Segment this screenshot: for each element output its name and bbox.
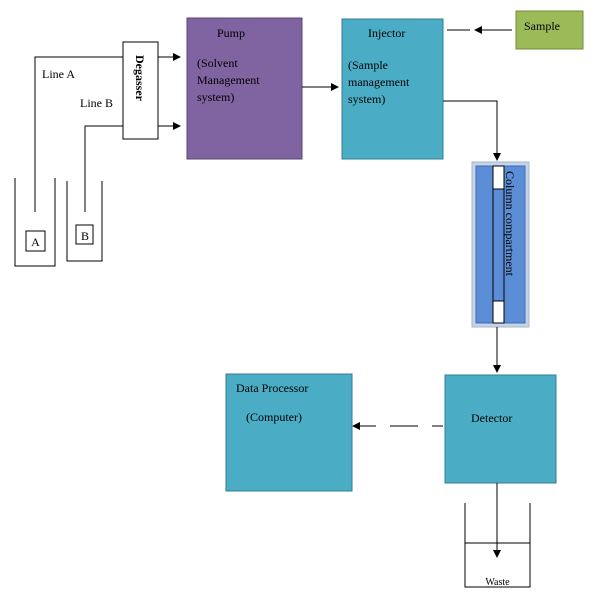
line-b-label: Line B [80,96,113,110]
reservoir-b-label: B [81,229,89,243]
injector-title: Injector [368,26,405,40]
detector-label: Detector [471,411,512,425]
detector-box [444,374,557,484]
pump-title: Pump [217,26,245,40]
waste-label: Waste [485,577,510,588]
degasser-label: Degasser [133,55,147,102]
reservoir-a-box [25,230,46,252]
injector-to-column-arrow [443,100,501,161]
reservoir-b: B [66,181,103,262]
pump-line2: Management [197,73,260,87]
line-a-label: Line A [42,67,75,81]
reservoir-a-label: A [31,235,40,249]
data-processor-line2: (Computer) [246,410,302,424]
injector-line1: (Sample [348,58,388,72]
waste-container [464,503,531,588]
reservoir-b-box [75,224,94,245]
data-processor-box [225,373,353,492]
pump-line3: system) [197,90,234,104]
degasser-box [122,41,159,140]
column-bottom-fitting [492,300,505,324]
injector-line2: management [348,75,410,89]
column-top-fitting [492,165,505,190]
injector-box [341,18,444,160]
reservoir-a: A [14,178,56,267]
sample-label: Sample [524,19,560,33]
injector-line3: system) [348,92,385,106]
column-label: Column compartment [503,171,517,277]
column-tube [492,188,505,302]
pump-box [186,17,303,160]
pump-line1: (Solvent [197,56,238,70]
sample-box [515,10,584,50]
data-processor-line1: Data Processor [236,381,308,395]
